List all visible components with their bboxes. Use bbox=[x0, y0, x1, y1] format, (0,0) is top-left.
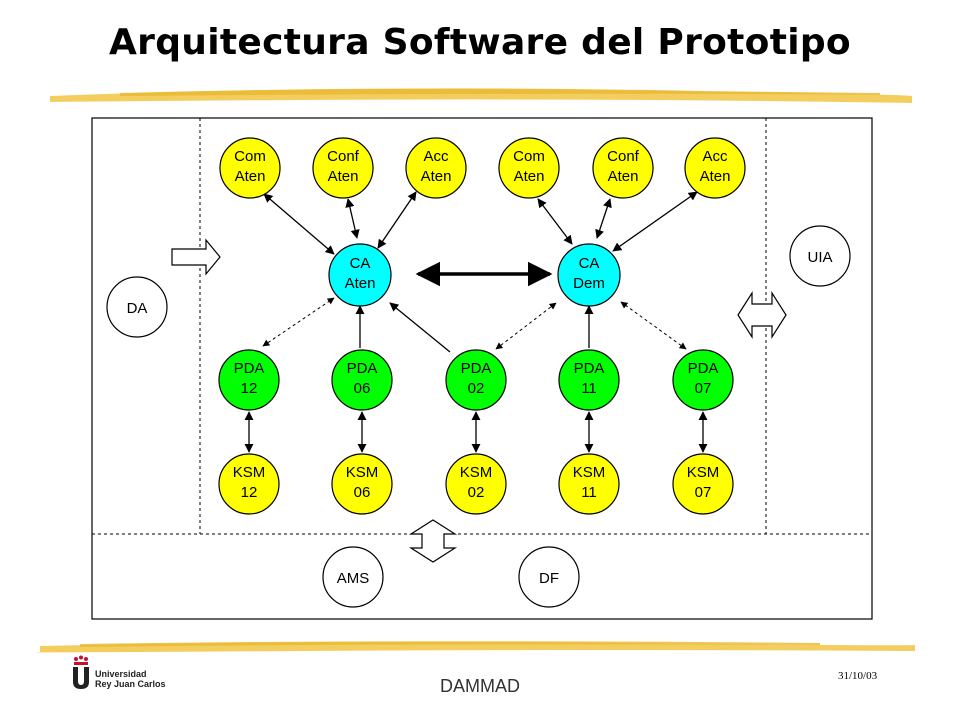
edge-com-ca-aten bbox=[263, 193, 335, 255]
node-df: DF bbox=[518, 546, 580, 608]
node-ca-dem-line2: Dem bbox=[573, 275, 605, 292]
node-ams-label: AMS bbox=[337, 570, 370, 587]
top-brush-stroke-thin bbox=[120, 88, 880, 96]
node-pda-07: PDA 07 bbox=[672, 349, 734, 411]
node-ksm-02-line2: 02 bbox=[468, 484, 485, 501]
node-ams: AMS bbox=[322, 546, 384, 608]
outer-frame bbox=[91, 117, 873, 620]
node-ksm-07-line1: KSM bbox=[687, 464, 720, 481]
edge-com-ca-dem bbox=[537, 198, 573, 245]
node-com-aten-1-line1: Com bbox=[234, 148, 266, 165]
node-conf-aten-2-line2: Aten bbox=[608, 168, 639, 185]
node-df-label: DF bbox=[539, 570, 559, 587]
edge-pda02-ca-dem bbox=[495, 302, 557, 350]
node-pda-06-line1: PDA bbox=[347, 360, 378, 377]
bottom-brush-stroke-thin bbox=[80, 641, 820, 647]
node-ksm-06-line1: KSM bbox=[346, 464, 379, 481]
node-da-label: DA bbox=[127, 300, 148, 317]
node-ca-dem-line1: CA bbox=[579, 255, 600, 272]
slide-title: Arquitectura Software del Prototipo bbox=[109, 22, 851, 63]
node-uia-label: UIA bbox=[807, 249, 832, 266]
node-conf-aten-2: Conf Aten bbox=[592, 137, 654, 199]
university-name-line2: Rey Juan Carlos bbox=[95, 679, 166, 689]
node-ksm-02: KSM 02 bbox=[445, 453, 507, 515]
footer-title: DAMMAD bbox=[440, 676, 520, 696]
university-name-line1: Universidad bbox=[95, 669, 147, 679]
node-ksm-07: KSM 07 bbox=[672, 453, 734, 515]
node-ksm-06: KSM 06 bbox=[331, 453, 393, 515]
node-ksm-12: KSM 12 bbox=[218, 453, 280, 515]
edge-acc-ca-aten bbox=[377, 191, 417, 249]
edge-pda12-ca-aten bbox=[262, 297, 335, 347]
edge-conf-ca-aten bbox=[345, 198, 360, 239]
node-ca-aten-line2: Aten bbox=[345, 275, 376, 292]
node-com-aten-2-line2: Aten bbox=[514, 168, 545, 185]
node-com-aten-2: Com Aten bbox=[498, 137, 560, 199]
node-com-aten-1: Com Aten bbox=[219, 137, 281, 199]
node-pda-11-line1: PDA bbox=[574, 360, 605, 377]
node-ksm-06-line2: 06 bbox=[354, 484, 371, 501]
edge-pda02-ca-aten bbox=[389, 302, 451, 353]
university-logo-icon bbox=[73, 655, 89, 689]
node-ksm-12-line1: KSM bbox=[233, 464, 266, 481]
node-ksm-11-line2: 11 bbox=[581, 484, 597, 501]
node-acc-aten-1: Acc Aten bbox=[405, 137, 467, 199]
node-pda-02-line1: PDA bbox=[461, 360, 492, 377]
node-pda-12-line1: PDA bbox=[234, 360, 265, 377]
node-pda-11-line2: 11 bbox=[581, 380, 597, 397]
node-pda-07-line1: PDA bbox=[688, 360, 719, 377]
edge-pda07-ca-dem bbox=[620, 301, 687, 350]
footer-date: 31/10/03 bbox=[838, 670, 878, 682]
node-ca-aten: CA Aten bbox=[328, 243, 392, 307]
node-pda-11: PDA 11 bbox=[558, 349, 620, 411]
node-conf-aten-1-line2: Aten bbox=[328, 168, 359, 185]
block-arrow-double-vertical bbox=[408, 519, 458, 563]
node-conf-aten-1: Conf Aten bbox=[312, 137, 374, 199]
node-ksm-07-line2: 07 bbox=[695, 484, 712, 501]
node-pda-02-line2: 02 bbox=[468, 380, 485, 397]
node-ksm-12-line2: 12 bbox=[241, 484, 258, 501]
node-conf-aten-2-line1: Conf bbox=[607, 148, 640, 165]
block-arrow-double-horizontal bbox=[737, 290, 787, 340]
node-pda-06-line2: 06 bbox=[354, 380, 371, 397]
node-com-aten-1-line2: Aten bbox=[235, 168, 266, 185]
node-acc-aten-2-line1: Acc bbox=[702, 148, 728, 165]
node-acc-aten-1-line1: Acc bbox=[423, 148, 449, 165]
node-pda-12: PDA 12 bbox=[218, 349, 280, 411]
node-pda-06: PDA 06 bbox=[331, 349, 393, 411]
node-acc-aten-2: Acc Aten bbox=[684, 137, 746, 199]
edge-conf-ca-dem bbox=[595, 198, 612, 239]
node-acc-aten-2-line2: Aten bbox=[700, 168, 731, 185]
node-pda-02: PDA 02 bbox=[445, 349, 507, 411]
university-name: Universidad Rey Juan Carlos bbox=[95, 669, 166, 689]
node-ca-dem: CA Dem bbox=[557, 243, 621, 307]
node-ksm-11-line1: KSM bbox=[573, 464, 606, 481]
node-uia: UIA bbox=[789, 225, 851, 287]
block-arrow-right bbox=[171, 238, 221, 276]
node-ksm-02-line1: KSM bbox=[460, 464, 493, 481]
node-acc-aten-1-line2: Aten bbox=[421, 168, 452, 185]
node-conf-aten-1-line1: Conf bbox=[327, 148, 360, 165]
node-da: DA bbox=[106, 276, 168, 338]
node-com-aten-2-line1: Com bbox=[513, 148, 545, 165]
edge-acc-ca-dem bbox=[612, 191, 698, 252]
node-ca-aten-line1: CA bbox=[350, 255, 371, 272]
node-ksm-11: KSM 11 bbox=[558, 453, 620, 515]
node-pda-12-line2: 12 bbox=[241, 380, 258, 397]
node-pda-07-line2: 07 bbox=[695, 380, 712, 397]
